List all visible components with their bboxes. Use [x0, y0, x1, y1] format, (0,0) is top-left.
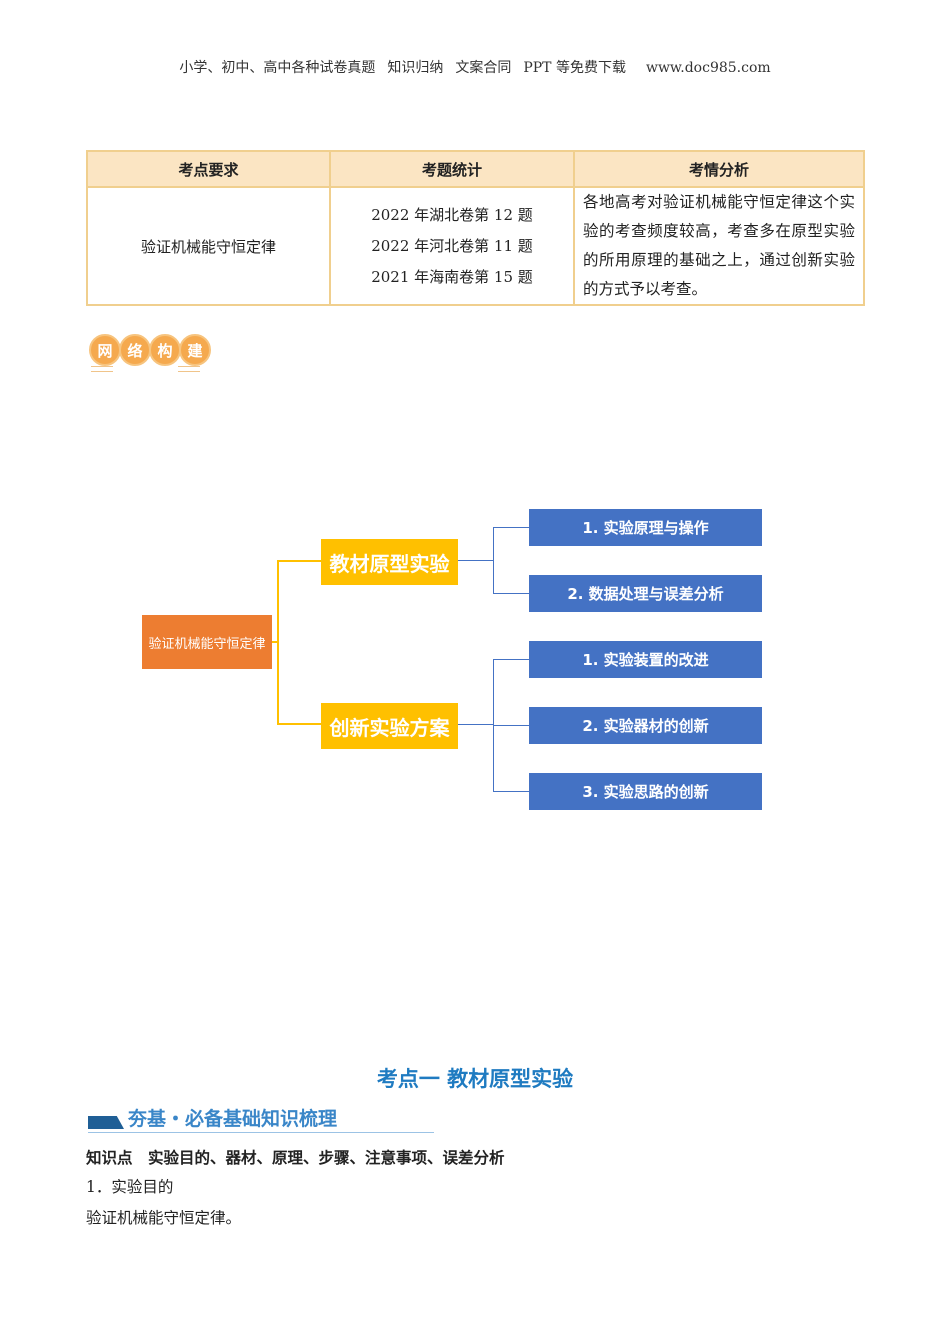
mindmap-root: 验证机械能守恒定律	[142, 615, 272, 669]
header-text: 文案合同	[455, 60, 512, 76]
badge-char: 络	[119, 334, 151, 366]
header-text: PPT 等免费下载	[523, 60, 626, 76]
section-title: 考点一 教材原型实验	[376, 1067, 574, 1091]
mindmap-branch: 教材原型实验	[321, 539, 458, 585]
badge-char: 网	[89, 334, 121, 366]
table-row: 验证机械能守恒定律 2022 年湖北卷第 12 题 2022 年河北卷第 11 题…	[86, 186, 865, 306]
stats-cell: 2022 年湖北卷第 12 题 2022 年河北卷第 11 题 2021 年海南卷第…	[329, 186, 575, 306]
network-build-badge: 网络构建	[89, 334, 211, 366]
mindmap-leaf: 1. 实验原理与操作	[529, 509, 762, 546]
mindmap-leaf: 1. 实验装置的改进	[529, 641, 762, 678]
header-text: 小学、初中、高中各种试卷真题	[179, 60, 376, 76]
requirement-cell: 验证机械能守恒定律	[86, 186, 331, 306]
stat-item: 2022 年河北卷第 11 题	[371, 236, 533, 255]
section-banner: 夯基・必备基础知识梳理	[88, 1104, 434, 1133]
badge-underline	[178, 366, 200, 372]
mindmap-leaf: 2. 实验器材的创新	[529, 707, 762, 744]
header-link[interactable]: www.doc985.com	[645, 60, 771, 76]
stat-item: 2021 年海南卷第 15 题	[371, 267, 533, 286]
mindmap-leaf: 2. 数据处理与误差分析	[529, 575, 762, 612]
table-header: 考情分析	[573, 150, 865, 188]
item-text: 验证机械能守恒定律。	[86, 1209, 242, 1227]
analysis-cell: 各地高考对验证机械能守恒定律这个实验的考查频度较高，考查多在原型实验的所用原理的…	[573, 186, 865, 306]
header-text: 知识归纳	[387, 60, 444, 76]
mindmap-branch: 创新实验方案	[321, 703, 458, 749]
badge-underline	[91, 366, 113, 372]
banner-text: 夯基・必备基础知识梳理	[128, 1108, 338, 1130]
table-header: 考题统计	[329, 150, 575, 188]
badge-char: 建	[179, 334, 211, 366]
banner-bar-icon	[88, 1116, 124, 1129]
item-heading: 1．实验目的	[86, 1178, 174, 1196]
badge-char: 构	[149, 334, 181, 366]
page-header: 小学、初中、高中各种试卷真题知识归纳文案合同 PPT 等免费下载 www.doc98…	[0, 57, 950, 77]
knowledge-point-heading: 知识点 实验目的、器材、原理、步骤、注意事项、误差分析	[86, 1149, 505, 1167]
mindmap-leaf: 3. 实验思路的创新	[529, 773, 762, 810]
table-header: 考点要求	[86, 150, 331, 188]
stat-item: 2022 年湖北卷第 12 题	[371, 205, 533, 224]
